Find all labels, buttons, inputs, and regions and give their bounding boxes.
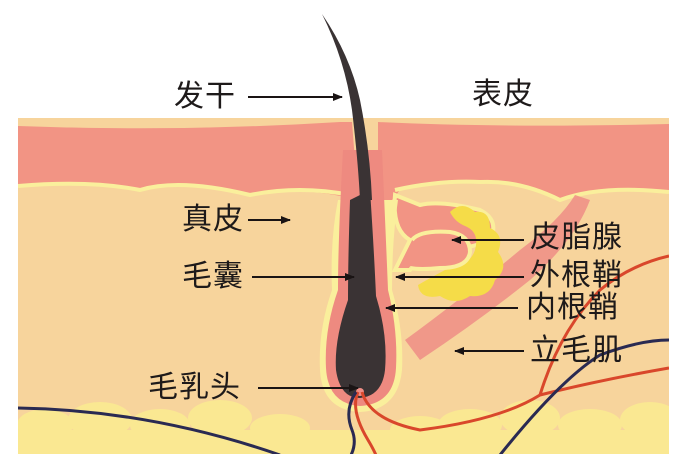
label-sebaceous-gland: 皮脂腺 <box>530 220 623 255</box>
hair-shaft <box>322 14 372 200</box>
subcutaneous-fat <box>18 400 669 454</box>
label-hair-shaft: 发干 <box>174 79 236 114</box>
hair-bulb <box>335 190 386 398</box>
label-epidermis: 表皮 <box>472 77 534 112</box>
label-hair-papilla: 毛乳头 <box>148 370 241 405</box>
label-hair-follicle: 毛囊 <box>182 259 244 294</box>
label-inner-root-sheath: 内根鞘 <box>526 290 619 325</box>
label-arrector-pili: 立毛肌 <box>530 333 623 368</box>
label-dermis: 真皮 <box>182 202 244 237</box>
epidermis-left <box>18 122 358 200</box>
vein <box>347 391 358 454</box>
label-outer-root-sheath: 外根鞘 <box>530 258 623 293</box>
artery <box>354 391 378 454</box>
